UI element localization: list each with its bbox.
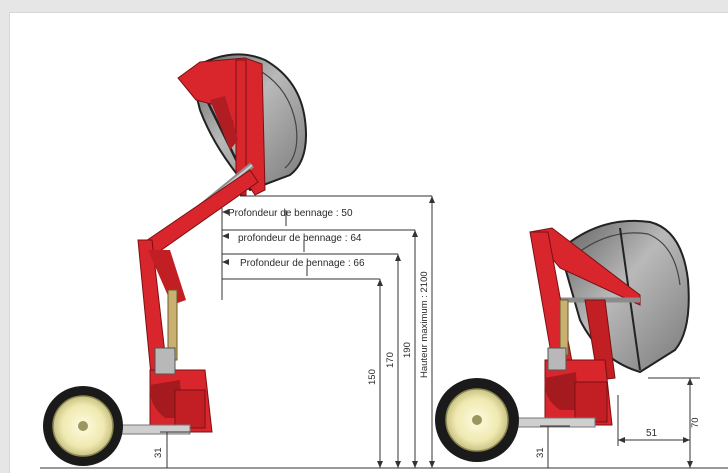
left-dimensions xyxy=(160,195,435,468)
left-wheel xyxy=(43,386,191,466)
depth-label-3: Profondeur de bennage : 66 xyxy=(240,258,365,269)
dim-max-height: Hauteur maximum : 2100 xyxy=(419,271,430,378)
right-dimensions xyxy=(540,377,700,468)
dim-150: 150 xyxy=(367,369,378,385)
dim-right-horizontal: 51 xyxy=(646,428,658,439)
depth-label-1: Profondeur de bennage : 50 xyxy=(228,208,353,219)
dim-170: 170 xyxy=(385,352,396,368)
dim-right-wheel: 31 xyxy=(535,447,546,458)
dim-190: 190 xyxy=(402,342,413,358)
depth-label-2: profondeur de bennage : 64 xyxy=(238,233,362,244)
right-machine xyxy=(435,219,690,462)
dim-left-wheel: 31 xyxy=(153,447,164,458)
right-lift-frame xyxy=(529,227,641,426)
right-wheel xyxy=(435,378,596,462)
left-lift-frame xyxy=(137,57,266,433)
dim-right-vertical: 70 xyxy=(690,417,701,428)
left-machine xyxy=(40,53,728,469)
